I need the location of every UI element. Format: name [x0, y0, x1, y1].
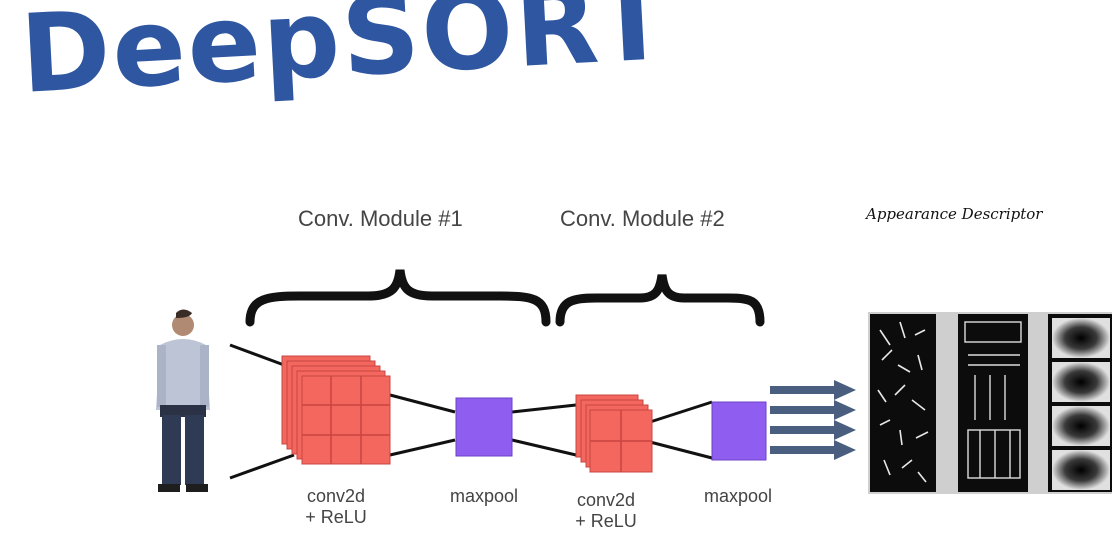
feature-map-3-blob — [1052, 318, 1110, 358]
feature-map-2-texture — [964, 321, 1022, 479]
module-1-brace — [245, 269, 551, 327]
conv-layer-2-label: conv2d+ ReLU — [575, 490, 637, 531]
appearance-descriptor-label: Appearance Descriptor — [866, 205, 1043, 223]
conv-module-2-label: Conv. Module #2 — [560, 206, 725, 231]
person-image — [156, 309, 210, 492]
feature-map-1-texture — [877, 321, 929, 483]
maxpool-block-2 — [711, 401, 767, 461]
feature-map-3-blob — [1052, 406, 1110, 446]
connector-lines — [229, 343, 713, 480]
conv-block-1 — [281, 355, 391, 465]
maxpool-layer-2-label: maxpool — [703, 486, 773, 506]
module-2-brace — [555, 274, 765, 327]
conv-layer-1-label: conv2d+ ReLU — [305, 486, 367, 527]
conv-block-2 — [575, 394, 653, 473]
output-arrows — [770, 380, 856, 460]
feature-map-3-blob — [1052, 450, 1110, 490]
feature-map-3-blob — [1052, 362, 1110, 402]
conv-module-1-label: Conv. Module #1 — [298, 206, 463, 231]
appearance-descriptor-maps — [868, 312, 1112, 494]
maxpool-block-1 — [455, 397, 513, 457]
maxpool-layer-1-label: maxpool — [449, 486, 519, 506]
